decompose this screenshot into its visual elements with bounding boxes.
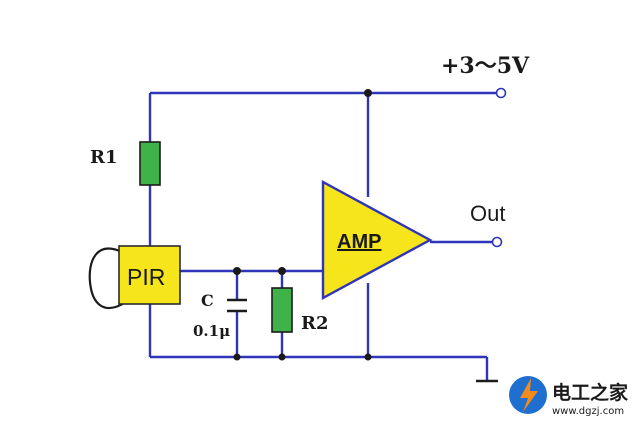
capacitor-label: C	[201, 291, 214, 310]
resistor-r1	[139, 141, 161, 186]
capacitor-value-label: 0.1μ	[193, 322, 230, 340]
pir-sensor	[118, 245, 181, 305]
watermark-url: www.dgzj.com	[552, 406, 624, 417]
pir-loop-lead	[88, 247, 127, 310]
watermark-brand: 电工之家	[552, 381, 629, 404]
watermark: 电工之家 www.dgzj.com	[509, 376, 629, 417]
output-terminal	[491, 236, 503, 248]
wires	[148, 91, 497, 380]
amp-label: AMP	[337, 231, 381, 253]
junction-dot	[278, 267, 286, 275]
output-label: Out	[470, 201, 505, 226]
junction-dot	[233, 353, 241, 361]
supply-terminal	[495, 87, 507, 99]
junction-dot	[364, 89, 372, 97]
lightning-bolt-icon	[509, 376, 547, 414]
junctions	[233, 89, 372, 361]
r2-label: R2	[301, 313, 328, 334]
pir-label: PIR	[127, 264, 165, 290]
junction-dot	[233, 267, 241, 275]
resistor-r2	[271, 287, 293, 333]
r1-label: R1	[90, 147, 117, 168]
junction-dot	[364, 353, 372, 361]
amplifier	[321, 179, 433, 301]
supply-label: +3～5V	[441, 53, 530, 79]
junction-dot	[278, 353, 286, 361]
